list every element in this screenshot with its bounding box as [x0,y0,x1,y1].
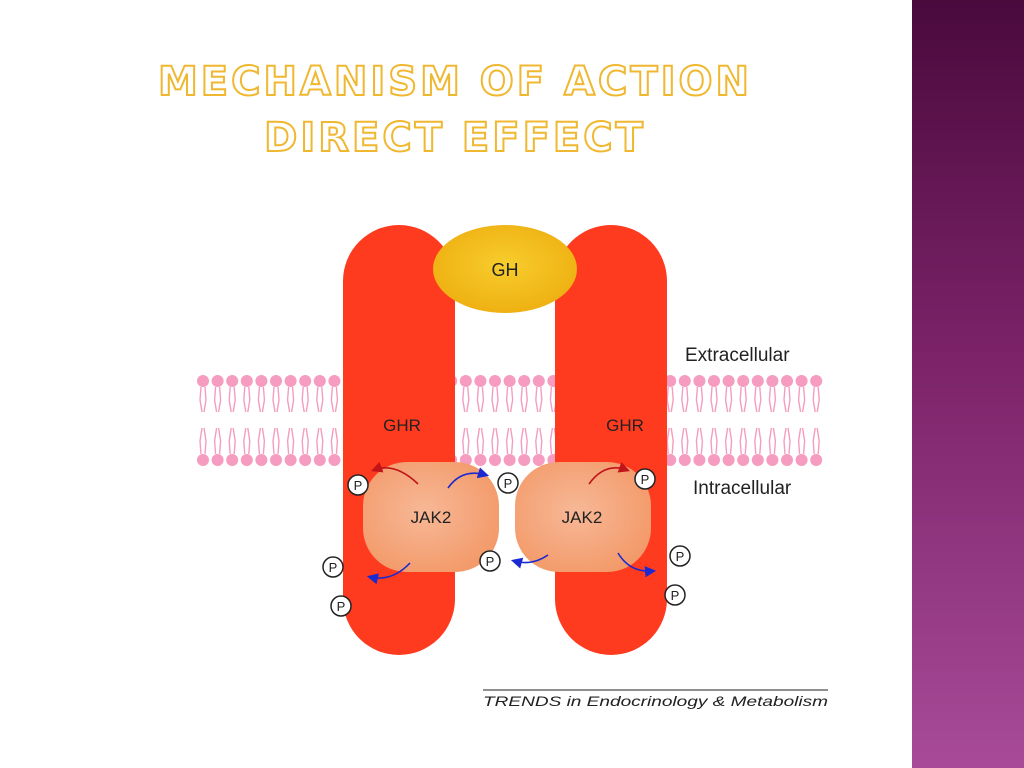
svg-text:P: P [329,560,338,575]
jak2-left-blob [363,462,499,572]
jak2-right-blob [515,462,651,572]
jak2-left-label: JAK2 [411,508,452,527]
growth-hormone-ellipse [433,225,577,313]
slide-title-line-1: Mechanism of Action [157,59,753,105]
receptor-left-label: GHR [383,416,421,435]
svg-text:P: P [641,472,650,487]
slide-title-line-2: Direct Effect [263,115,646,161]
svg-text:P: P [354,478,363,493]
receptor-left [343,225,455,655]
figure-credit: TRENDS in Endocrinology & Metabolism [483,693,828,709]
svg-text:P: P [504,476,513,491]
phosphate-marker: P [664,584,686,606]
phosphate-marker: P [479,550,501,572]
svg-text:P: P [676,549,685,564]
receptor-right [555,225,667,655]
svg-text:P: P [337,599,346,614]
arrow-red-left [371,461,419,485]
arrow-blue-center [510,554,549,569]
phosphate-marker: P [497,472,519,494]
arrow-blue-left-bottom [366,562,411,585]
side-accent-bar [912,0,1024,768]
extracellular-label: Extracellular [685,345,790,366]
phosphate-marker: P [347,474,369,496]
svg-text:P: P [486,554,495,569]
jak2-right-label: JAK2 [562,508,603,527]
arrow-blue-right-bottom [617,552,657,578]
svg-text:P: P [671,588,680,603]
receptor-right-label: GHR [606,416,644,435]
cell-membrane [197,375,823,466]
arrow-blue-left-top [447,467,490,489]
phosphate-marker: P [330,595,352,617]
arrow-red-right [588,462,631,485]
gh-receptor-diagram: GH GHR GHR JAK2 JAK2 Extracellular Intra… [197,225,828,709]
phosphate-marker: P [634,468,656,490]
phosphate-marker: P [669,545,691,567]
phosphate-marker: P [322,556,344,578]
growth-hormone-label: GH [492,260,519,280]
intracellular-label: Intracellular [693,478,792,499]
